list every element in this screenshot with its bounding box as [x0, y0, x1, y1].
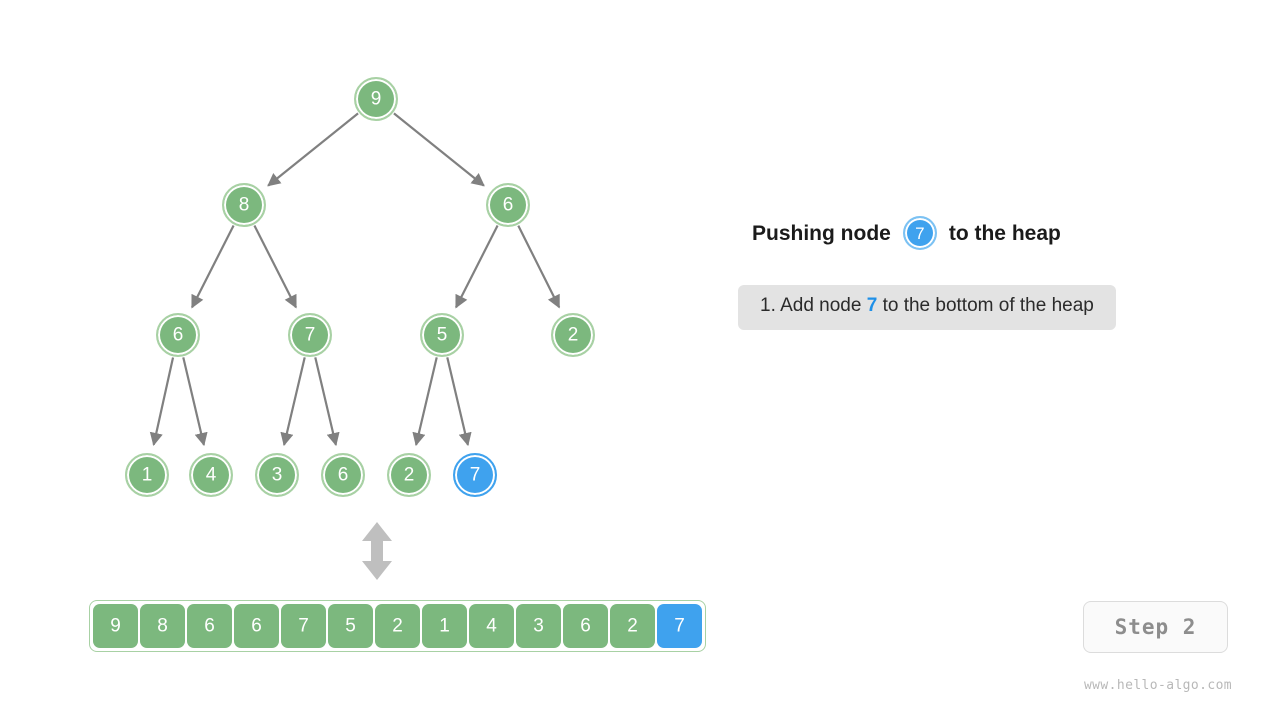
tree-edge-6-to-2 — [517, 225, 561, 309]
tree-edge-7-to-6 — [314, 357, 340, 447]
tree-edge-6-to-5 — [455, 225, 499, 309]
tree-node-value: 2 — [567, 324, 579, 345]
tree-edges-layer — [149, 112, 561, 447]
panel-title: Pushing node 7 to the heap — [752, 216, 1061, 250]
tree-node-2: 2 — [551, 313, 595, 357]
array-cell-value: 4 — [486, 615, 497, 636]
double-vertical-arrow-icon — [362, 522, 392, 580]
tree-node-value: 3 — [271, 464, 283, 485]
tree-node-value: 5 — [436, 324, 448, 345]
array-cell-value: 6 — [251, 615, 262, 636]
tree-node-7: 7 — [288, 313, 332, 357]
array-cell-7: 1 — [422, 604, 467, 648]
watermark: www.hello-algo.com — [1083, 678, 1233, 693]
array-cell-10: 6 — [563, 604, 608, 648]
tree-node-value: 6 — [337, 464, 349, 485]
array-cell-value: 9 — [110, 615, 121, 636]
step-text-highlight: 7 — [866, 295, 878, 316]
array-cell-value: 3 — [533, 615, 544, 636]
tree-edge-5-to-2 — [412, 357, 438, 447]
array-cell-6: 2 — [375, 604, 420, 648]
array-cell-0: 9 — [93, 604, 138, 648]
array-cell-4: 7 — [281, 604, 326, 648]
array-cell-3: 6 — [234, 604, 279, 648]
tree-edge-6-to-4 — [182, 357, 208, 447]
tree-node-8: 8 — [222, 183, 266, 227]
array-cell-12-highlighted: 7 — [657, 604, 702, 648]
step-indicator: Step 2 — [1083, 601, 1228, 653]
step-text-suffix: to the bottom of the heap — [882, 295, 1094, 316]
panel-title-prefix: Pushing node — [752, 221, 891, 245]
binary-tree-diagram: 9 8 6 6 7 5 2 1 4 3 6 2 7 — [0, 0, 740, 520]
tree-node-2: 2 — [387, 453, 431, 497]
tree-edge-8-to-6 — [191, 225, 235, 309]
array-cell-value: 7 — [674, 615, 685, 636]
tree-edge-7-to-3 — [280, 357, 306, 447]
step-description-box: 1. Add node 7 to the bottom of the heap — [738, 285, 1116, 330]
tree-node-value: 9 — [370, 88, 382, 109]
inline-node-badge: 7 — [902, 216, 937, 250]
tree-node-value: 6 — [502, 194, 514, 215]
tree-node-6: 6 — [321, 453, 365, 497]
array-cell-value: 8 — [157, 615, 168, 636]
heap-array: 9 8 6 6 7 5 2 1 4 3 6 2 7 — [89, 600, 706, 652]
panel-title-suffix: to the heap — [948, 221, 1061, 245]
tree-edge-5-to-7 — [446, 357, 472, 447]
array-cell-value: 6 — [204, 615, 215, 636]
tree-node-5: 5 — [420, 313, 464, 357]
array-cell-5: 5 — [328, 604, 373, 648]
tree-node-6: 6 — [156, 313, 200, 357]
step-text-prefix: 1. Add node — [760, 295, 862, 316]
tree-edge-9-to-8 — [267, 112, 359, 187]
tree-node-3: 3 — [255, 453, 299, 497]
array-cell-value: 5 — [345, 615, 356, 636]
tree-node-value: 4 — [205, 464, 217, 485]
array-cell-1: 8 — [140, 604, 185, 648]
tree-edge-9-to-6 — [393, 112, 485, 187]
step-indicator-label: Step 2 — [1114, 615, 1197, 639]
tree-edge-6-to-1 — [149, 357, 175, 447]
tree-node-value: 2 — [403, 464, 415, 485]
tree-node-value: 6 — [172, 324, 184, 345]
tree-node-1: 1 — [125, 453, 169, 497]
array-cell-value: 2 — [627, 615, 638, 636]
array-cell-value: 6 — [580, 615, 591, 636]
array-cell-2: 6 — [187, 604, 232, 648]
array-cell-11: 2 — [610, 604, 655, 648]
tree-node-9: 9 — [354, 77, 398, 121]
tree-node-7-highlighted: 7 — [453, 453, 497, 497]
tree-node-value: 7 — [469, 464, 481, 485]
array-cell-value: 2 — [392, 615, 403, 636]
tree-node-value: 7 — [304, 324, 316, 345]
array-cell-value: 7 — [298, 615, 309, 636]
tree-node-value: 1 — [141, 464, 153, 485]
description-panel: Pushing node 7 to the heap 1. Add node 7… — [738, 0, 1268, 720]
array-cell-8: 4 — [469, 604, 514, 648]
array-cell-9: 3 — [516, 604, 561, 648]
array-cell-value: 1 — [439, 615, 450, 636]
tree-node-value: 8 — [238, 194, 250, 215]
tree-edge-8-to-7 — [253, 225, 297, 309]
tree-node-6: 6 — [486, 183, 530, 227]
tree-node-4: 4 — [189, 453, 233, 497]
